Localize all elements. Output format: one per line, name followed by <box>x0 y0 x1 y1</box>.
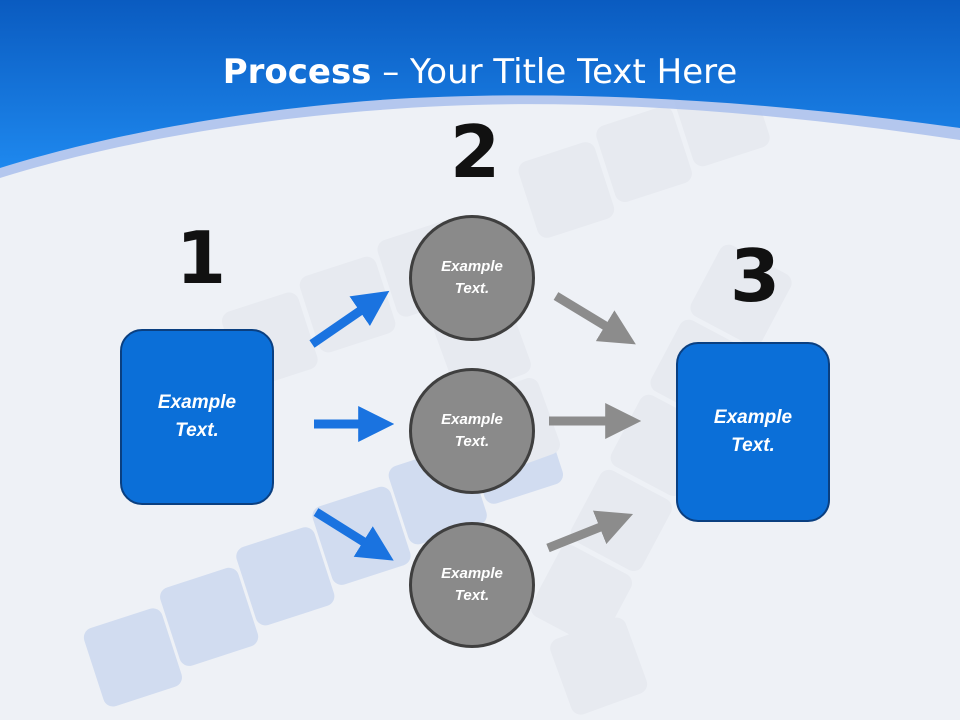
step-2-number: 2 <box>450 110 501 194</box>
step-2-circle-bottom-text: Example Text. <box>441 564 503 605</box>
step-2-circle-bottom: Example Text. <box>409 522 535 648</box>
title-bold: Process <box>222 52 372 92</box>
step-2-circle-middle-text: Example Text. <box>441 410 503 451</box>
step-2-circle-top-text: Example Text. <box>441 257 503 298</box>
step-2-circle-top: Example Text. <box>409 215 535 341</box>
title-rest: – Your Title Text Here <box>371 52 738 92</box>
step-3-text: Example Text. <box>713 406 793 457</box>
step-3-box: Example Text. <box>676 342 830 522</box>
step-1-number: 1 <box>176 216 227 300</box>
step-3-number: 3 <box>730 234 781 318</box>
step-2-circle-middle: Example Text. <box>409 368 535 494</box>
slide-title: Process – Your Title Text Here <box>0 52 960 92</box>
step-1-box: Example Text. <box>120 329 274 505</box>
step-1-text: Example Text. <box>157 391 237 442</box>
